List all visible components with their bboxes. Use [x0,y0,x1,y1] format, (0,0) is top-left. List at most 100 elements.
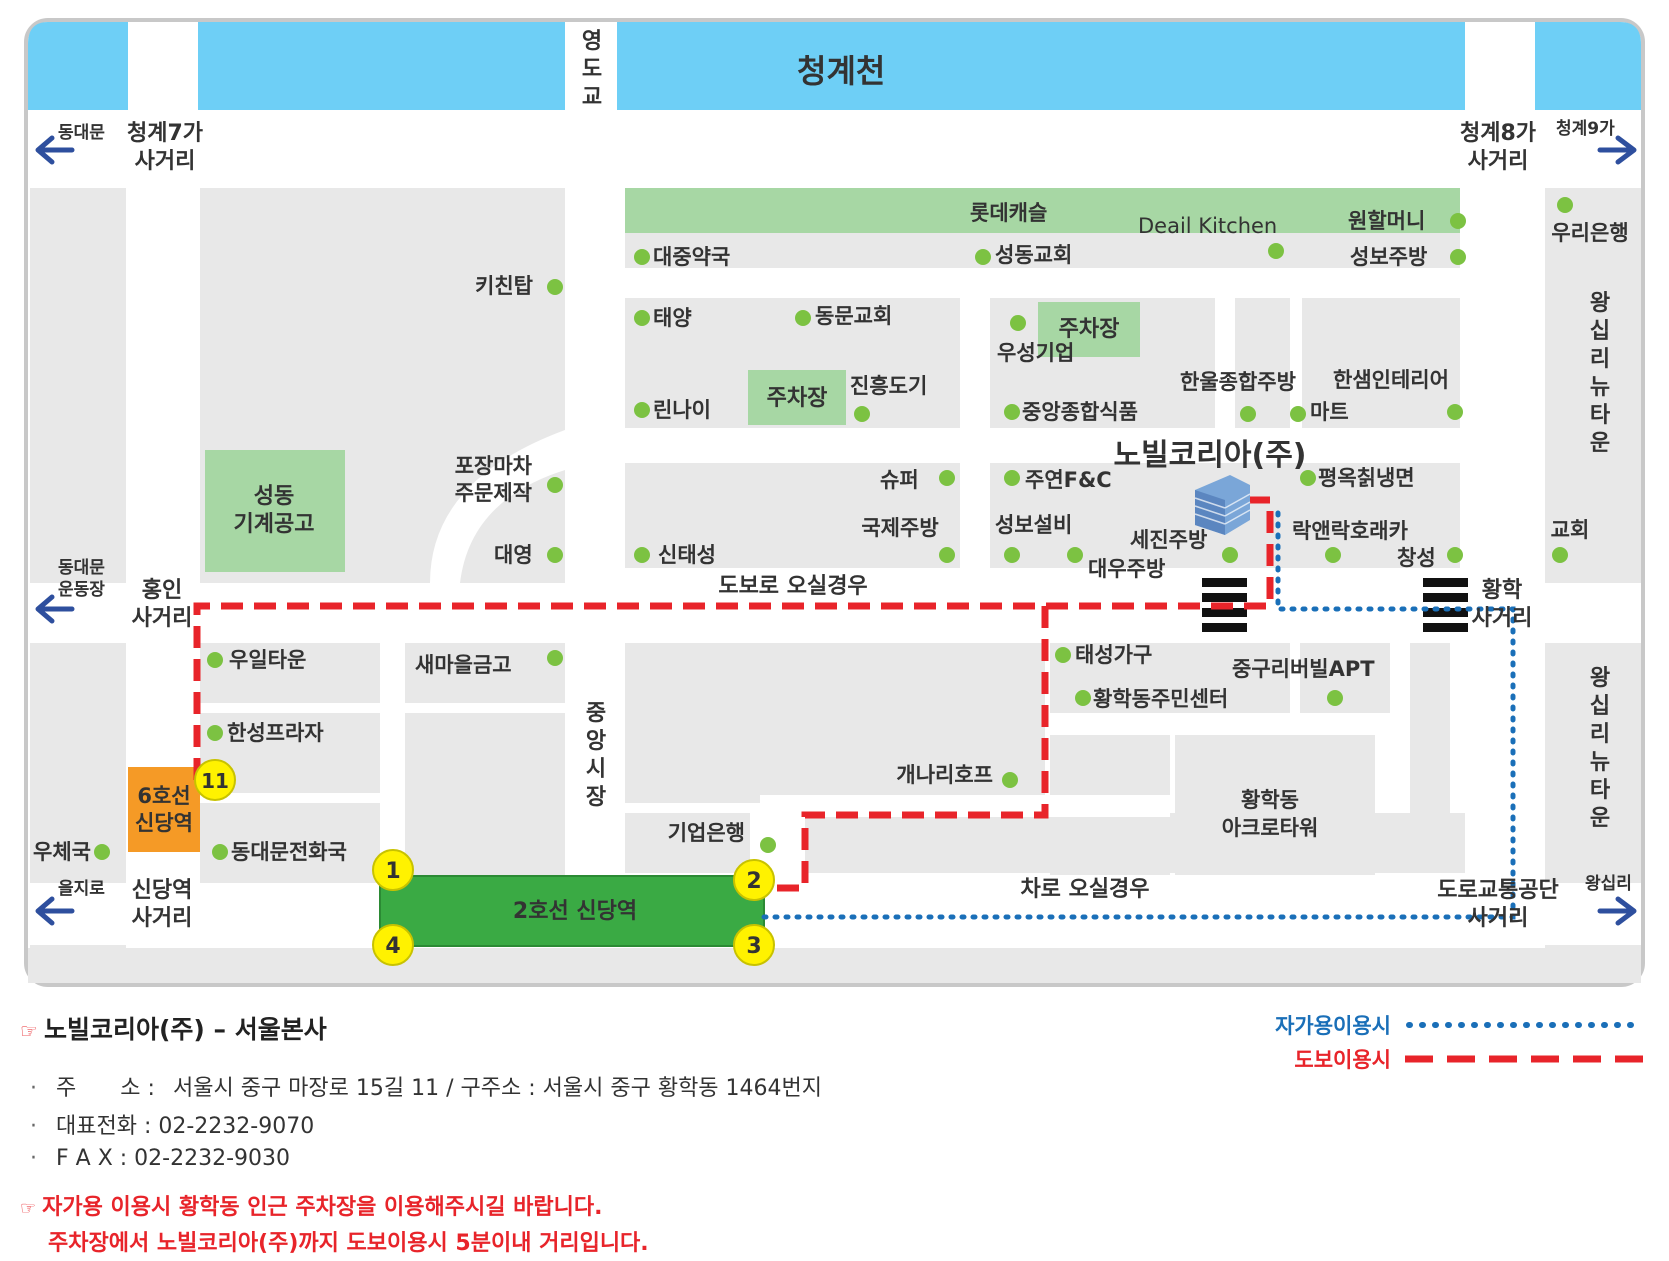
stream-label: 청계천 [797,52,885,90]
notice-line-1: 자가용 이용시 황학동 인근 주차장을 이용해주시길 바랍니다. [42,1195,603,1220]
green-areas [205,188,1460,572]
place-lotte-castle: 롯데캐슬 [970,201,1047,225]
dotted-line-icon [1406,1022,1644,1028]
place-hanseong-plaza: 한성프라자 [227,721,324,745]
place-taeseong-furniture: 태성가구 [1075,643,1152,667]
place-seongbo-facility: 성보설비 [995,513,1072,537]
stream-area [28,22,1641,110]
place-hwanghak-center: 황학동주민센터 [1093,687,1228,711]
place-seongbo-kitchen: 성보주방 [1350,245,1427,269]
place-daewoo-kitchen: 대우주방 [1088,557,1165,581]
phone-label: 대표전화 : [56,1114,152,1139]
legend-walk-label: 도보이용시 [1294,1048,1391,1072]
legend-car: 자가용이용시 [1265,1008,1645,1042]
place-hansaem-interior: 한샘인테리어 [1333,368,1449,392]
fax-label: F A X : [56,1146,128,1171]
place-saemaeul-bank: 새마을금고 [415,653,512,677]
dir-cheonggye9: 청계9가 [1556,118,1615,139]
place-hanul-kitchen: 한울종합주방 [1180,370,1296,394]
bullet-icon: · [30,1076,37,1101]
place-parking-2: 주차장 [1059,317,1120,342]
place-taeyang: 태양 [653,306,692,330]
exit-2: 2 [746,869,761,894]
place-corp-bank: 기업은행 [668,821,745,845]
station-line2-label: 2호선 신당역 [513,899,637,924]
phone-line: · 대표전화 : 02-2232-9070 [30,1108,1020,1140]
route-legend: 자가용이용시 도보이용시 [1265,1008,1645,1076]
fax-value: 02-2232-9030 [134,1146,291,1171]
place-daeyeong: 대영 [494,543,533,567]
dir-dongdaemun: 동대문 [58,123,105,143]
fax-line: · F A X : 02-2232-9030 [30,1146,1020,1171]
company-marker: 노빌코리아(주) [1113,438,1306,473]
place-woori-bank: 우리은행 [1551,221,1628,245]
car-route-label: 차로 오실경우 [1020,877,1149,902]
place-gaenari-pub: 개나리호프 [896,763,993,787]
bullet-icon: · [30,1114,37,1139]
bullet-icon: · [30,1146,37,1171]
place-post-office: 우체국 [33,840,91,864]
walk-route-label: 도보로 오실경우 [718,574,867,599]
place-sintaeseong: 신태성 [658,543,716,567]
station-line6 [128,767,200,852]
notice-line-2: 주차장에서 노빌코리아(주)까지 도보이용시 5분이내 거리입니다. [48,1231,649,1256]
place-gukje-kitchen: 국제주방 [861,516,938,540]
arrow-left-icon [35,135,75,165]
dir-euljiro: 을지로 [58,879,105,899]
pointing-hand-icon: ☞ [20,1198,37,1219]
place-seongdong-church: 성동교회 [995,243,1072,267]
place-super: 슈퍼 [880,468,919,492]
place-church: 교회 [1551,518,1590,542]
phone-value: 02-2232-9070 [158,1114,315,1139]
place-daejung-pharmacy: 대중약국 [653,245,730,269]
legend-walk: 도보이용시 [1265,1042,1645,1076]
place-dongdaemun-telecom: 동대문전화국 [231,840,347,864]
place-deail-kitchen: Deail Kitchen [1138,214,1277,238]
dir-wangsimni: 왕십리 [1585,874,1632,894]
company-building-icon [1194,475,1251,535]
station-line2 [379,875,765,947]
parking-notice: ☞자가용 이용시 황학동 인근 주차장을 이용해주시길 바랍니다. 주차장에서 … [20,1189,1020,1257]
place-parking-1: 주차장 [767,386,828,411]
legend-car-label: 자가용이용시 [1275,1014,1391,1038]
place-sejin-kitchen: 세진주방 [1130,528,1207,552]
crosswalks [1202,578,1468,632]
place-juyeon-fnc: 주연F&C [1025,468,1112,492]
exit-4: 4 [385,934,400,959]
arrow-right-icon [1597,135,1637,165]
dashed-line-icon [1405,1055,1645,1063]
place-pyeongok-naengmyeon: 평옥칡냉면 [1318,466,1415,490]
place-markers [94,197,1573,860]
place-jungang-food: 중앙종합식품 [1022,400,1138,424]
arrow-left-icon [35,594,75,624]
exit-11: 11 [201,769,229,793]
place-rinai: 린나이 [653,398,711,422]
place-mart: 마트 [1310,400,1349,424]
info-title: ☞노빌코리아(주) – 서울본사 [20,1010,1020,1046]
place-dongmun-church: 동문교회 [815,304,892,328]
place-changseong: 창성 [1397,546,1436,570]
company-info: ☞노빌코리아(주) – 서울본사 ·주 소 : 서울시 중구 마장로 15길 1… [20,1010,1020,1261]
address-value: 서울시 중구 마장로 15길 11 / 구주소 : 서울시 중구 황학동 146… [173,1076,823,1101]
car-route [761,507,1516,920]
info-title-text: 노빌코리아(주) – 서울본사 [43,1015,327,1044]
walk-route [193,496,1274,892]
arrow-left-icon [35,896,75,926]
place-kitchen-tap: 키친탑 [475,274,533,298]
place-jinheung-pottery: 진흥도기 [850,374,927,398]
place-useong-corp: 우성기업 [997,341,1074,365]
pointing-hand-icon: ☞ [20,1019,38,1043]
place-rak-curry: 락앤락호래카 [1292,519,1409,543]
